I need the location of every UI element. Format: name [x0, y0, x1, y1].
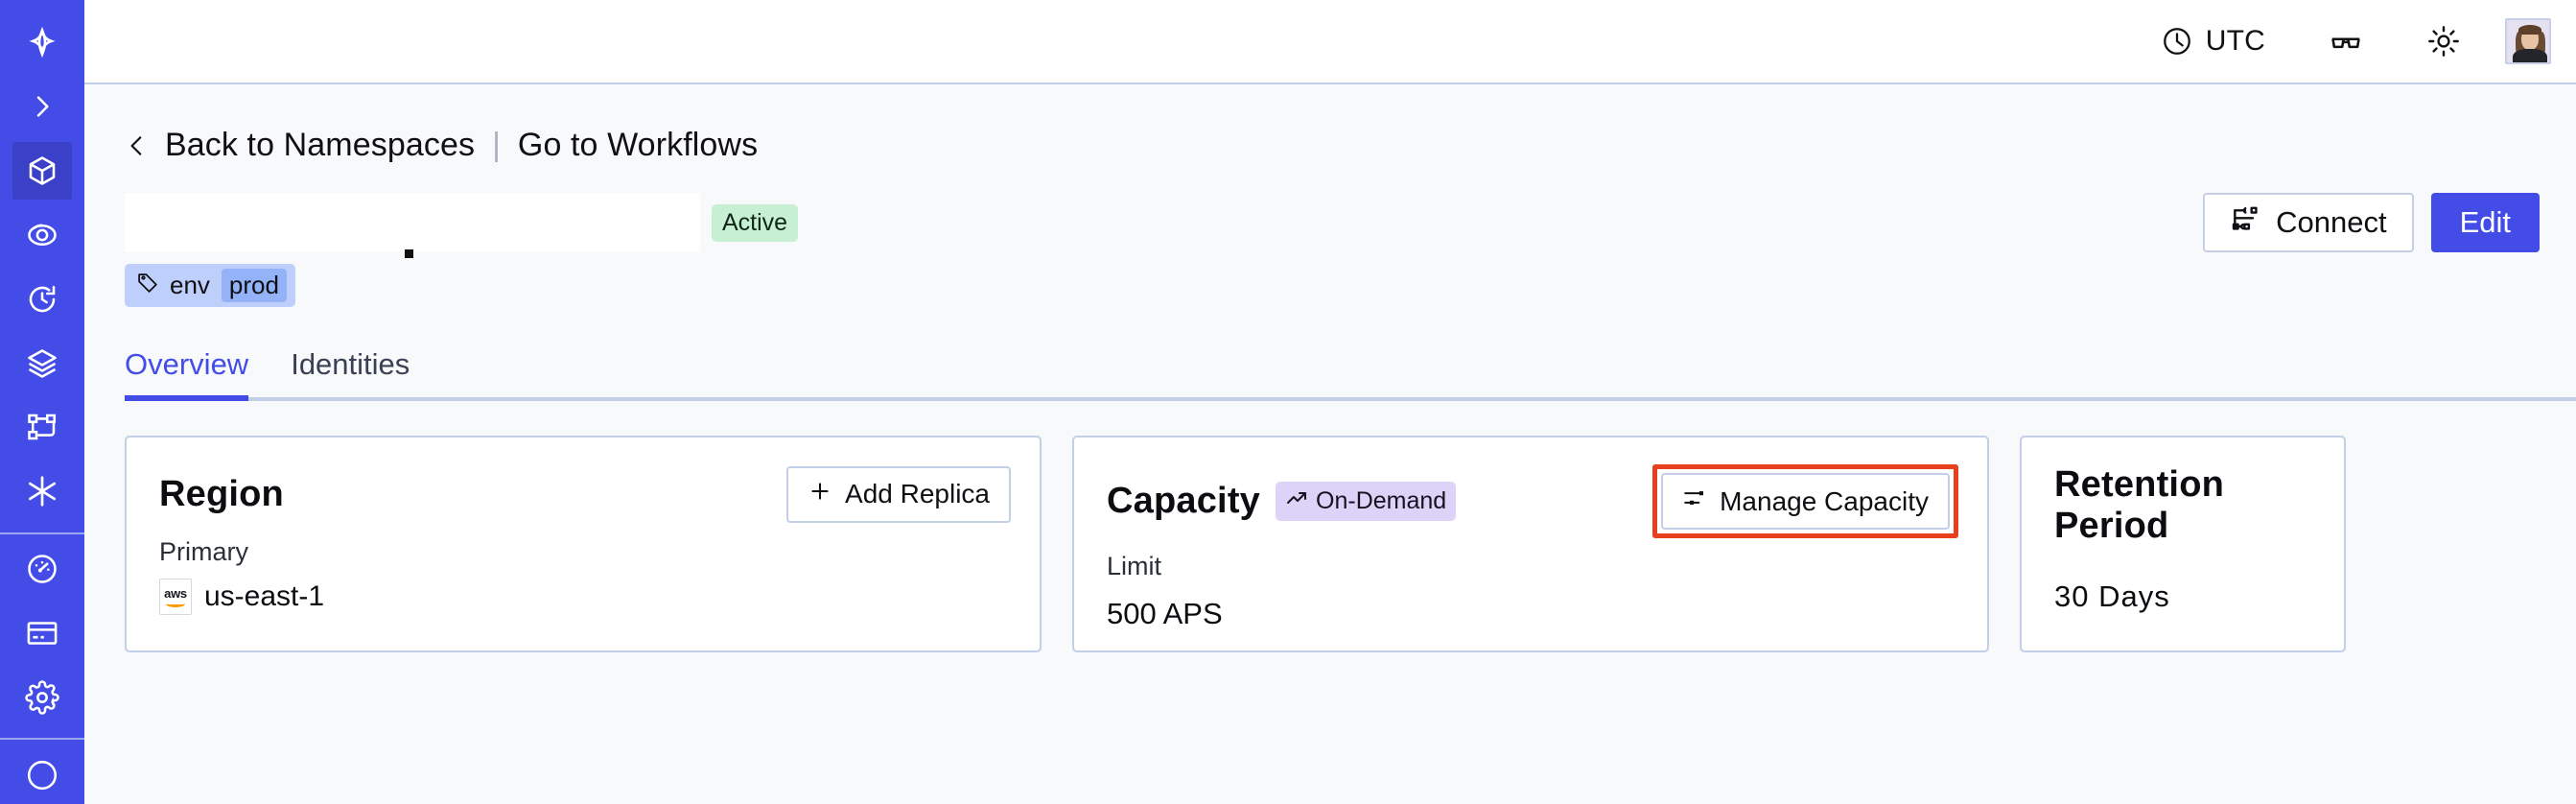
- region-card: Region Add Replica: [125, 436, 1042, 652]
- aws-logo-text: aws: [164, 585, 187, 601]
- theme-toggle-button[interactable]: [2415, 18, 2472, 64]
- nexus-asterisk-icon: [24, 473, 60, 509]
- capacity-card-header: Capacity On-Demand: [1107, 464, 1958, 538]
- tag-chip-env[interactable]: env prod: [125, 264, 295, 307]
- namespace-name-redacted: [125, 193, 700, 258]
- page-content: Back to Namespaces | Go to Workflows Act…: [84, 127, 2576, 652]
- capacity-plan-badge-label: On-Demand: [1316, 487, 1447, 514]
- tab-bar: Overview Identities: [125, 347, 2576, 401]
- tag-icon: [136, 271, 160, 301]
- timezone-label: UTC: [2205, 25, 2265, 57]
- page-body: Back to Namespaces | Go to Workflows Act…: [84, 84, 2576, 804]
- sidebar-divider-top: [0, 532, 84, 534]
- sidebar-item-help[interactable]: [12, 745, 72, 804]
- edit-button-label: Edit: [2459, 205, 2511, 239]
- sun-icon: [2426, 24, 2461, 59]
- sliders-icon: [1682, 485, 1707, 517]
- avatar-hair-left: [2516, 32, 2523, 57]
- manage-capacity-highlight: Manage Capacity: [1652, 464, 1958, 538]
- region-primary-value: us-east-1: [204, 580, 325, 612]
- connect-button[interactable]: Connect: [2203, 193, 2414, 252]
- usage-gauge-icon: [25, 552, 59, 586]
- retention-value: 30 Days: [2054, 579, 2170, 613]
- capacity-limit-value: 500 APS: [1107, 597, 1223, 630]
- sidebar-divider-bottom: [0, 738, 84, 741]
- region-primary-label: Primary: [159, 537, 248, 566]
- aws-logo-icon: aws: [159, 579, 192, 615]
- manage-capacity-label: Manage Capacity: [1720, 485, 1929, 516]
- layers-icon: [25, 346, 59, 381]
- connect-button-label: Connect: [2276, 205, 2387, 239]
- tag-key: env: [170, 271, 210, 299]
- overview-cards: Region Add Replica: [125, 436, 2540, 652]
- reading-mode-button[interactable]: [2317, 18, 2375, 64]
- sidebar-item-nexus[interactable]: [12, 462, 72, 521]
- sidebar-item-billing[interactable]: [12, 603, 72, 662]
- timezone-selector[interactable]: UTC: [2148, 18, 2277, 64]
- sidebar-item-layers[interactable]: [12, 334, 72, 392]
- header-actions: UTC: [2148, 18, 2551, 64]
- add-replica-label: Add Replica: [845, 479, 990, 508]
- namespace-actions: Connect Edit: [2203, 193, 2540, 252]
- temporal-logo-icon: [24, 24, 60, 60]
- main-region: UTC: [84, 0, 2576, 804]
- capacity-plan-badge: On-Demand: [1276, 482, 1457, 521]
- sidebar-item-expand[interactable]: [12, 78, 72, 136]
- sidebar-item-history[interactable]: [12, 270, 72, 328]
- tab-overview[interactable]: Overview: [125, 347, 249, 401]
- edit-button[interactable]: Edit: [2430, 193, 2540, 252]
- connect-flow-icon: [2230, 203, 2260, 242]
- expand-chevron-icon: [27, 91, 58, 122]
- retention-card-header: Retention Period: [2054, 464, 2315, 547]
- chevron-left-icon[interactable]: [125, 130, 150, 162]
- primary-sidebar: [0, 0, 84, 804]
- namespace-tags: env prod: [125, 264, 2540, 307]
- namespaces-cube-icon: [25, 154, 59, 188]
- avatar-body: [2513, 49, 2547, 62]
- region-card-title: Region: [159, 473, 284, 514]
- breadcrumb: Back to Namespaces | Go to Workflows: [125, 127, 2540, 164]
- tag-value: prod: [221, 269, 287, 302]
- billing-card-icon: [25, 616, 59, 650]
- glasses-icon: [2329, 24, 2363, 59]
- plus-icon: [808, 479, 832, 510]
- history-clock-icon: [25, 282, 59, 317]
- capacity-card-actions: Manage Capacity: [1652, 464, 1958, 538]
- help-circle-icon: [25, 758, 59, 792]
- breadcrumb-back-link[interactable]: Back to Namespaces: [165, 127, 476, 163]
- region-primary-value-row: aws us-east-1: [159, 579, 1011, 615]
- manage-capacity-button[interactable]: Manage Capacity: [1661, 473, 1950, 530]
- sidebar-item-namespaces[interactable]: [12, 141, 72, 201]
- observability-eye-icon: [25, 218, 59, 252]
- settings-gear-icon: [25, 679, 59, 715]
- sidebar-item-temporal-logo[interactable]: [12, 13, 72, 72]
- clock-icon: [2160, 24, 2194, 59]
- retention-card-title: Retention Period: [2054, 464, 2225, 546]
- status-badge: Active: [712, 203, 799, 242]
- capacity-card-title: Capacity: [1107, 481, 1261, 521]
- avatar-hair-front: [2518, 25, 2541, 35]
- namespace-name-artifact: [405, 249, 413, 258]
- tab-identities[interactable]: Identities: [291, 347, 410, 381]
- sidebar-item-settings[interactable]: [12, 668, 72, 726]
- trending-up-icon: [1285, 486, 1308, 516]
- sidebar-item-workflows[interactable]: [12, 398, 72, 457]
- breadcrumb-separator: |: [492, 127, 501, 163]
- capacity-limit-label: Limit: [1107, 552, 1162, 580]
- aws-logo-smile: [166, 601, 185, 607]
- sidebar-item-observability[interactable]: [12, 205, 72, 264]
- sidebar-item-usage[interactable]: [12, 540, 72, 599]
- namespace-title-row: Active: [125, 193, 2540, 258]
- workflows-branch-icon: [25, 410, 59, 444]
- retention-card: Retention Period 30 Days: [2020, 436, 2346, 652]
- user-avatar[interactable]: [2505, 18, 2551, 64]
- add-replica-button[interactable]: Add Replica: [786, 465, 1011, 523]
- region-card-header: Region Add Replica: [159, 464, 1011, 524]
- region-card-actions: Add Replica: [786, 465, 1011, 523]
- avatar-hair-right: [2537, 32, 2545, 59]
- breadcrumb-workflows-link[interactable]: Go to Workflows: [517, 127, 759, 163]
- capacity-card: Capacity On-Demand: [1072, 436, 1989, 652]
- top-header: UTC: [84, 0, 2576, 84]
